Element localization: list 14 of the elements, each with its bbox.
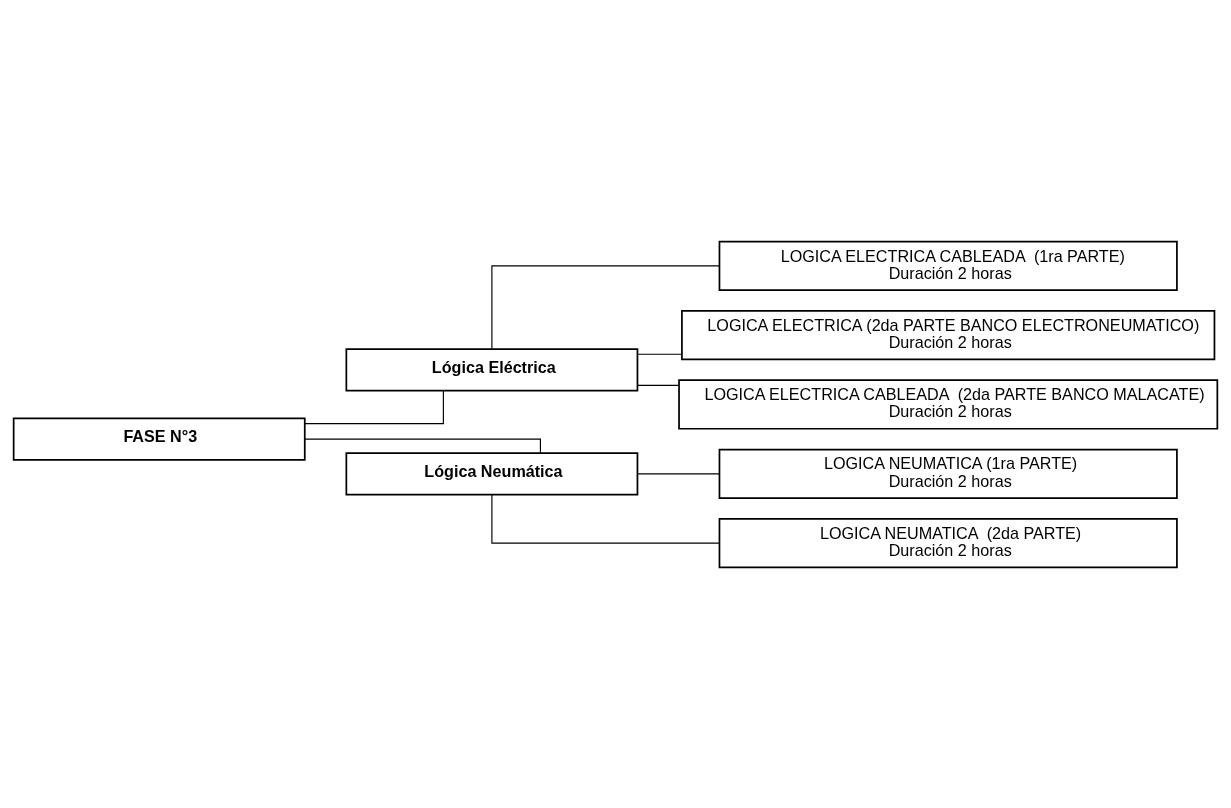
- node-box: Lógica Eléctrica: [345, 347, 639, 391]
- node-box: LOGICA NEUMATICA (2da PARTE) Duración 2 horas: [718, 517, 1178, 568]
- connector: [636, 472, 720, 474]
- node-box: LOGICA ELECTRICA CABLEADA (2da PARTE BANCO MALACATE) Duración 2 horas: [678, 378, 1219, 430]
- connector: [491, 493, 720, 544]
- node-box: Lógica Neumática: [345, 451, 639, 495]
- connector: [636, 384, 680, 386]
- connector: [304, 389, 444, 424]
- node-box: LOGICA ELECTRICA (2da PARTE BANCO ELECTRONEUMATICO) Duración 2 horas: [681, 309, 1216, 360]
- connector: [636, 353, 683, 355]
- node-box: LOGICA NEUMATICA (1ra PARTE) Duración 2 horas: [718, 448, 1178, 499]
- node-box: FASE N°3: [12, 417, 306, 461]
- node-box: LOGICA ELECTRICA CABLEADA (1ra PARTE) Duración 2 horas: [718, 240, 1178, 291]
- connector: [491, 264, 720, 349]
